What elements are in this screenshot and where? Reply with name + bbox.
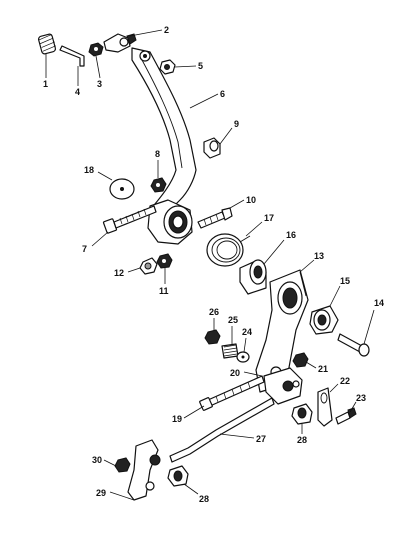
callout-20: 20	[230, 368, 240, 378]
cap-nut-part-12	[139, 257, 158, 275]
washer-part-18	[109, 178, 135, 200]
callout-26: 26	[209, 307, 219, 317]
callout-19: 19	[172, 414, 182, 424]
nut-part-8	[150, 177, 167, 193]
spring-part-1	[37, 33, 57, 55]
rod-end-part-2	[103, 33, 137, 53]
nut-part-26	[204, 329, 221, 345]
nut-part-5	[159, 59, 176, 75]
callout-29: 29	[96, 488, 106, 498]
nut-part-11	[156, 253, 173, 269]
bushing-part-28-lower	[167, 465, 189, 487]
bolt-part-10	[197, 207, 233, 229]
callout-14: 14	[374, 298, 384, 308]
callout-16: 16	[286, 230, 296, 240]
screw-part-23	[335, 407, 357, 425]
callout-22: 22	[340, 376, 350, 386]
nut-part-3	[88, 42, 104, 57]
callout-1: 1	[43, 79, 48, 89]
callout-27: 27	[256, 434, 266, 444]
callout-24: 24	[242, 327, 252, 337]
nut-part-21	[292, 352, 309, 368]
callout-23: 23	[356, 393, 366, 403]
callout-5: 5	[198, 61, 203, 71]
callout-28-upper: 28	[297, 435, 307, 445]
hub-bracket	[147, 199, 193, 245]
rod-part-27	[169, 397, 275, 463]
bolt-part-19	[199, 375, 265, 411]
callout-8: 8	[155, 149, 160, 159]
callout-labels: 1 2 3 4 5 6 7 8 9 10 11 12 13 14 15 16 1…	[43, 25, 384, 504]
sleeve-part-15	[309, 305, 339, 335]
bolt-part-7	[102, 205, 157, 234]
callout-3: 3	[97, 79, 102, 89]
callout-10: 10	[246, 195, 256, 205]
link-rod-part-4	[59, 45, 85, 67]
callout-15: 15	[340, 276, 350, 286]
bushing-part-28-upper	[291, 403, 313, 425]
callout-7: 7	[82, 244, 87, 254]
callout-18: 18	[84, 165, 94, 175]
callout-13: 13	[314, 251, 324, 261]
spacer-part-9	[203, 137, 221, 159]
nut-part-30	[114, 457, 131, 473]
callout-30: 30	[92, 455, 102, 465]
callout-11: 11	[159, 286, 169, 296]
callout-9: 9	[234, 119, 239, 129]
pin-part-14	[337, 333, 370, 357]
callout-28-lower: 28	[199, 494, 209, 504]
callout-4: 4	[75, 87, 80, 97]
callout-12: 12	[114, 268, 124, 278]
callout-2: 2	[164, 25, 169, 35]
callout-25: 25	[228, 315, 238, 325]
washer-part-24	[236, 351, 250, 363]
clip-part-22	[317, 387, 333, 427]
arm-part-29	[127, 439, 161, 501]
spring-part-25	[221, 343, 239, 359]
callout-6: 6	[220, 89, 225, 99]
spring-part-17	[206, 233, 251, 267]
pivot-block-part-20	[263, 367, 303, 405]
callout-17: 17	[264, 213, 274, 223]
bushing-part-16	[239, 259, 267, 295]
callout-21: 21	[318, 364, 328, 374]
leader-lines	[45, 29, 375, 501]
